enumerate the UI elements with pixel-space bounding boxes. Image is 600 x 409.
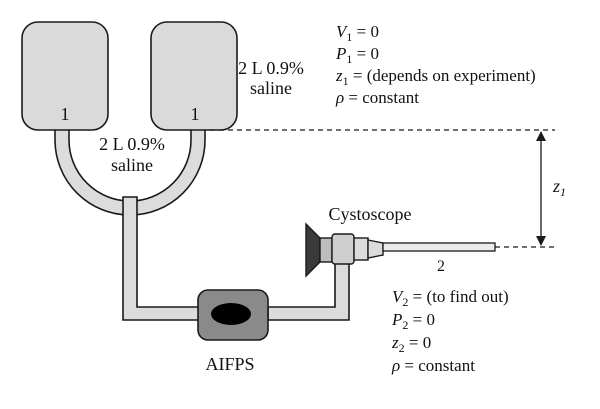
state2-density: ρ = constant — [391, 356, 475, 375]
state2-velocity: V2 = (to find out) — [392, 287, 509, 309]
height-arrow-up-icon — [536, 131, 546, 141]
state-1-equations: V1 = 0 P1 = 0 z1 = (depends on experimen… — [335, 22, 536, 107]
state-2-equations: V2 = (to find out) P2 = 0 z2 = 0 ρ = con… — [391, 287, 509, 375]
u-connector-tube — [54, 127, 206, 216]
supply-tube — [122, 196, 206, 321]
right-bag-volume-label: 2 L 0.9% — [238, 58, 304, 78]
aifps-pump: AIFPS — [197, 289, 269, 374]
state1-height: z1 = (depends on experiment) — [335, 66, 536, 88]
pump-label: AIFPS — [205, 354, 254, 374]
bag-right-point-label: 1 — [191, 104, 200, 124]
bag-left-point-label: 1 — [61, 104, 70, 124]
inner-fluid-label: saline — [111, 155, 153, 175]
height-label: z1 — [552, 176, 566, 199]
outlet-point-label: 2 — [437, 258, 445, 275]
cystoscope-label: Cystoscope — [329, 204, 412, 224]
state1-density: ρ = constant — [335, 88, 419, 107]
cystoscope-shaft — [382, 242, 496, 252]
state1-velocity: V1 = 0 — [336, 22, 379, 44]
saline-bag-right: 1 — [150, 21, 238, 131]
state1-pressure: P1 = 0 — [335, 44, 379, 66]
state2-pressure: P2 = 0 — [391, 310, 435, 332]
state2-height: z2 = 0 — [391, 333, 431, 355]
cystoscope-eyepiece — [305, 222, 321, 278]
cystoscope: Cystoscope 2 — [305, 204, 496, 278]
pump-core — [211, 303, 251, 325]
right-bag-fluid-label: saline — [250, 78, 292, 98]
height-arrow-down-icon — [536, 236, 546, 246]
height-dimension: z1 — [210, 129, 566, 248]
saline-bag-left: 1 — [21, 21, 109, 131]
inner-volume-label: 2 L 0.9% — [99, 134, 165, 154]
